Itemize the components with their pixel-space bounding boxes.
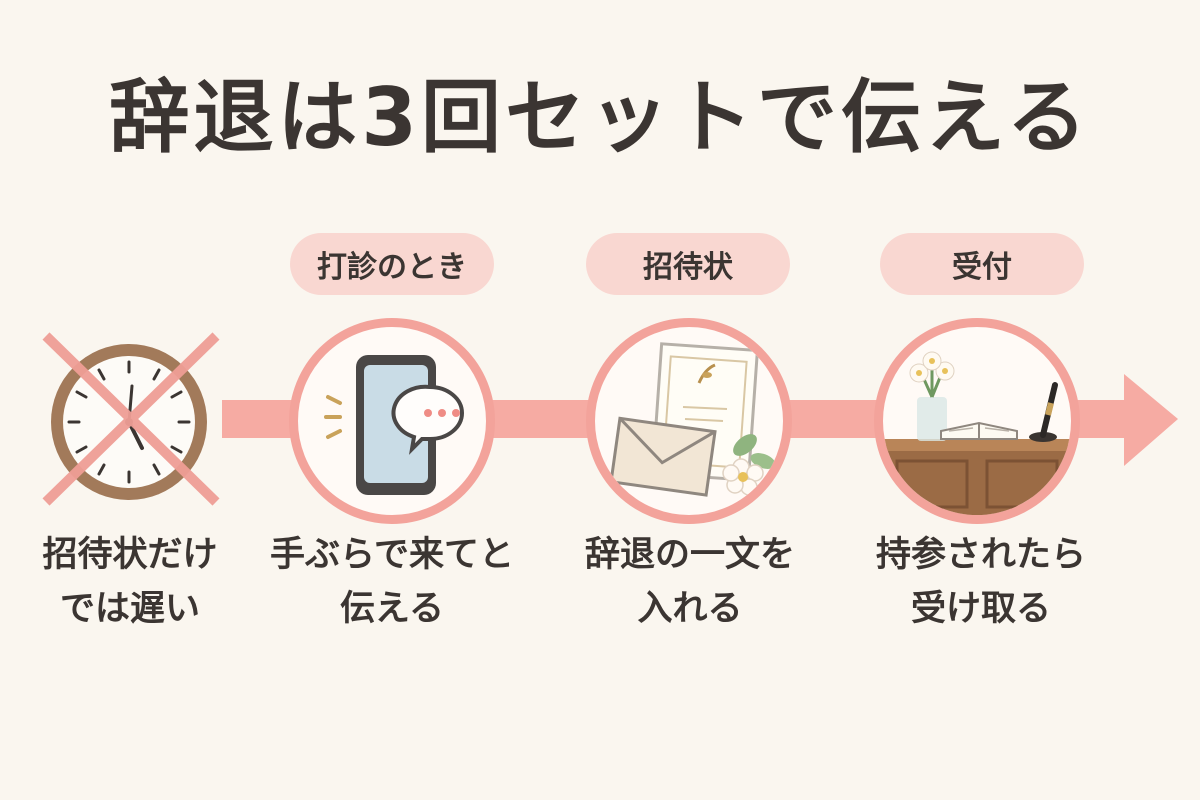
step-circle-reception xyxy=(874,318,1080,524)
step-caption-reception-line2: 受け取る xyxy=(910,589,1051,629)
step-caption-reception-line1: 持参されたら xyxy=(875,535,1086,575)
step-caption-invitation-line1: 辞退の一文を xyxy=(584,535,795,575)
step-caption-consult-line1: 手ぶらで来てと xyxy=(270,535,514,575)
step-circle-invitation xyxy=(586,318,792,524)
step-label-consult: 打診のとき xyxy=(290,233,494,295)
late-caption-line1: 招待状だけ xyxy=(42,535,218,575)
step-circle-consult xyxy=(289,318,495,524)
late-caption: 招待状だけ では遅い xyxy=(0,528,280,636)
invitation-envelope-icon xyxy=(609,342,776,497)
step-label-invitation: 招待状 xyxy=(586,233,790,295)
step-caption-invitation-line2: 入れる xyxy=(637,589,743,629)
step-caption-consult: 手ぶらで来てと 伝える xyxy=(242,528,542,636)
clock-crossed-icon xyxy=(34,330,224,510)
step-caption-consult-line2: 伝える xyxy=(340,589,444,629)
step-caption-reception: 持参されたら 受け取る xyxy=(831,528,1131,636)
step-caption-invitation: 辞退の一文を 入れる xyxy=(540,528,840,636)
page-title: 辞退は3回セットで伝える xyxy=(109,71,1091,164)
smartphone-chat-icon xyxy=(324,355,464,495)
late-caption-line2: では遅い xyxy=(59,589,200,629)
reception-desk-icon xyxy=(883,351,1071,515)
step-label-reception: 受付 xyxy=(880,233,1084,295)
